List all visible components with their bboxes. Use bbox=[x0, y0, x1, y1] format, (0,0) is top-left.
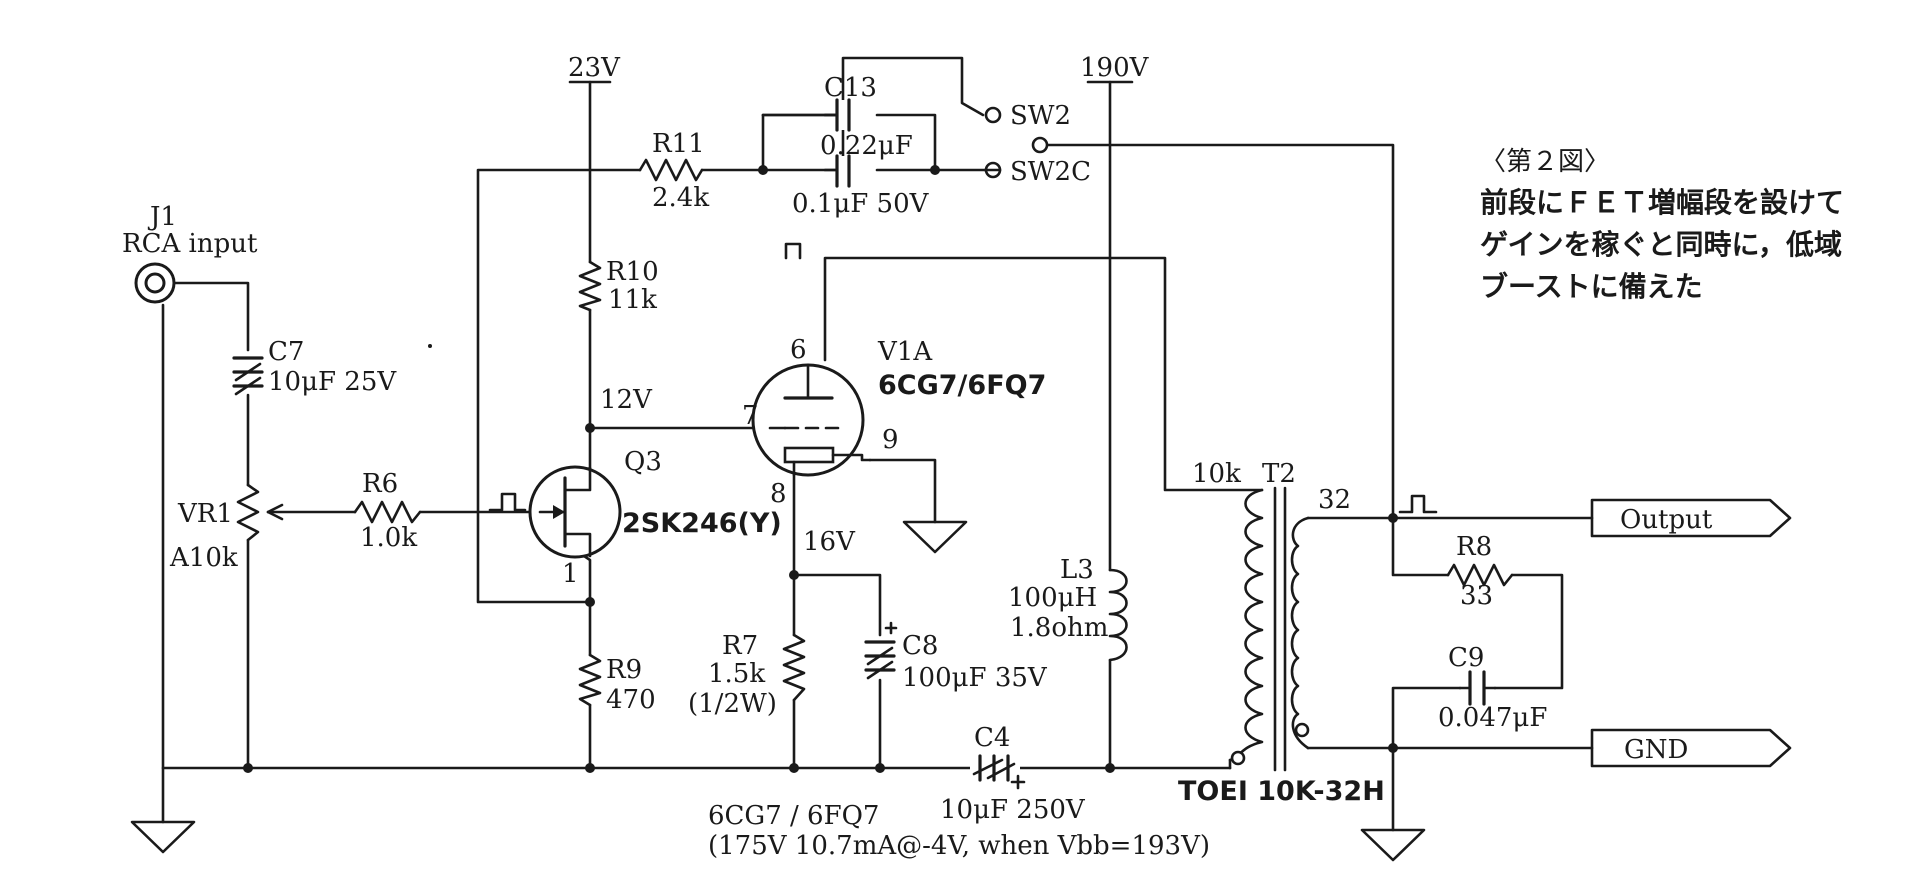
output-port-label: Output bbox=[1620, 505, 1713, 535]
rail-23v-label: 23V bbox=[568, 53, 621, 83]
q3-pin1-label: 1 bbox=[562, 559, 579, 589]
ground-symbol bbox=[902, 520, 968, 554]
c13-ref-label: C13 bbox=[824, 73, 877, 103]
r9-value-label: 470 bbox=[606, 685, 656, 715]
tube-note-line2: (175V 10.7mA@-4V, when Vbb=193V) bbox=[708, 831, 1210, 861]
r10-ref-label: R10 bbox=[606, 257, 659, 287]
ground-symbol bbox=[1360, 828, 1426, 862]
rca-input-jack bbox=[134, 262, 176, 304]
v1a-ref-label: V1A bbox=[877, 337, 933, 367]
resistor-r8 bbox=[1446, 563, 1514, 587]
r7-ref-label: R7 bbox=[722, 631, 758, 661]
jfet-q3 bbox=[528, 465, 622, 559]
c8-ref-label: C8 bbox=[902, 631, 938, 661]
r11-ref-label: R11 bbox=[652, 129, 705, 159]
j1-ref-label: J1 bbox=[147, 202, 177, 232]
pulse-waveform-icon bbox=[784, 242, 802, 260]
c9-value-label: 0.047μF bbox=[1438, 703, 1547, 733]
capacitor-c9 bbox=[1458, 670, 1497, 706]
figure-note-line2: ゲインを稼ぐと同時に，低域 bbox=[1480, 228, 1842, 261]
gnd-port-label: GND bbox=[1624, 735, 1688, 765]
c7-ref-label: C7 bbox=[268, 337, 304, 367]
triode-v1a bbox=[751, 363, 872, 477]
node-16v-label: 16V bbox=[803, 527, 856, 557]
capacitor-c7 bbox=[232, 356, 264, 396]
wires bbox=[161, 56, 1594, 832]
r6-value-label: 1.0k bbox=[360, 523, 417, 553]
resistor-r6 bbox=[353, 500, 422, 524]
r8-value-label: 33 bbox=[1460, 581, 1493, 611]
l3-value-label: 100μH bbox=[1008, 583, 1097, 613]
c4-value-label: 10μF 250V bbox=[940, 795, 1086, 825]
sw2c-label: SW2C bbox=[1010, 157, 1091, 187]
t2-part-label: TOEI 10K-32H bbox=[1178, 776, 1385, 807]
r11-value-label: 2.4k bbox=[652, 183, 709, 213]
c-feedback-value-label: 0.1μF 50V bbox=[792, 189, 930, 219]
v1a-pin6-label: 6 bbox=[790, 335, 807, 365]
r8-ref-label: R8 bbox=[1456, 532, 1492, 562]
c13-value-label: 0.22μF bbox=[820, 131, 913, 161]
switch-sw2 bbox=[983, 106, 1049, 179]
stray-dot bbox=[428, 344, 432, 348]
vr1-ref-label: VR1 bbox=[177, 499, 233, 529]
c8-value-label: 100μF 35V bbox=[902, 663, 1048, 693]
v1a-pin9-label: 9 bbox=[882, 425, 899, 455]
r10-value-label: 11k bbox=[608, 285, 657, 315]
output-port bbox=[1590, 498, 1792, 538]
transformer-t2 bbox=[1228, 486, 1310, 772]
capacitor-feedback bbox=[835, 154, 851, 188]
vr1-value-label: A10k bbox=[169, 543, 238, 573]
figure-note-line3: ブーストに備えた bbox=[1480, 270, 1703, 303]
t2-ref-label: T2 bbox=[1262, 459, 1296, 489]
ground-symbol bbox=[130, 820, 196, 854]
c9-ref-label: C9 bbox=[1448, 643, 1484, 673]
resistor-r7 bbox=[782, 633, 806, 702]
figure-note-title: 〈第２図〉 bbox=[1480, 147, 1610, 177]
pulse-waveform-icon bbox=[1398, 494, 1438, 514]
l3-dcr-label: 1.8ohm bbox=[1010, 613, 1108, 643]
q3-ref-label: Q3 bbox=[624, 447, 662, 477]
inductor-l3 bbox=[1108, 568, 1128, 662]
r9-ref-label: R9 bbox=[606, 655, 642, 685]
sw2-label: SW2 bbox=[1010, 101, 1071, 131]
resistor-r11 bbox=[638, 158, 704, 182]
c7-value-label: 10μF 25V bbox=[268, 367, 397, 397]
r7-value-label: 1.5k bbox=[708, 659, 765, 689]
node-12v-label: 12V bbox=[600, 385, 653, 415]
c4-ref-label: C4 bbox=[974, 723, 1010, 753]
rail-190v-label: 190V bbox=[1080, 53, 1150, 83]
j1-desc-label: RCA input bbox=[122, 229, 258, 259]
capacitor-c4 bbox=[970, 752, 1026, 790]
resistor-r9 bbox=[578, 653, 602, 707]
l3-ref-label: L3 bbox=[1060, 555, 1094, 585]
q3-part-label: 2SK246(Y) bbox=[622, 508, 782, 539]
figure-note-line1: 前段にＦＥＴ増幅段を設けて bbox=[1480, 186, 1844, 219]
capacitor-c13-symbol bbox=[835, 98, 851, 132]
tube-note-line1: 6CG7 / 6FQ7 bbox=[708, 801, 879, 831]
v1a-part-label: 6CG7/6FQ7 bbox=[878, 370, 1046, 401]
t2-primary-label: 10k bbox=[1192, 459, 1241, 489]
resistor-r10 bbox=[578, 260, 602, 312]
r7-power-label: (1/2W) bbox=[688, 689, 777, 719]
capacitor-c8 bbox=[864, 621, 898, 680]
gnd-port bbox=[1590, 728, 1792, 768]
t2-secondary-label: 32 bbox=[1318, 485, 1351, 515]
potentiometer-vr1 bbox=[236, 483, 284, 542]
v1a-pin7-label: 7 bbox=[742, 401, 759, 431]
pulse-waveform-icon bbox=[488, 492, 527, 512]
v1a-pin8-label: 8 bbox=[770, 479, 787, 509]
r6-ref-label: R6 bbox=[362, 469, 398, 499]
